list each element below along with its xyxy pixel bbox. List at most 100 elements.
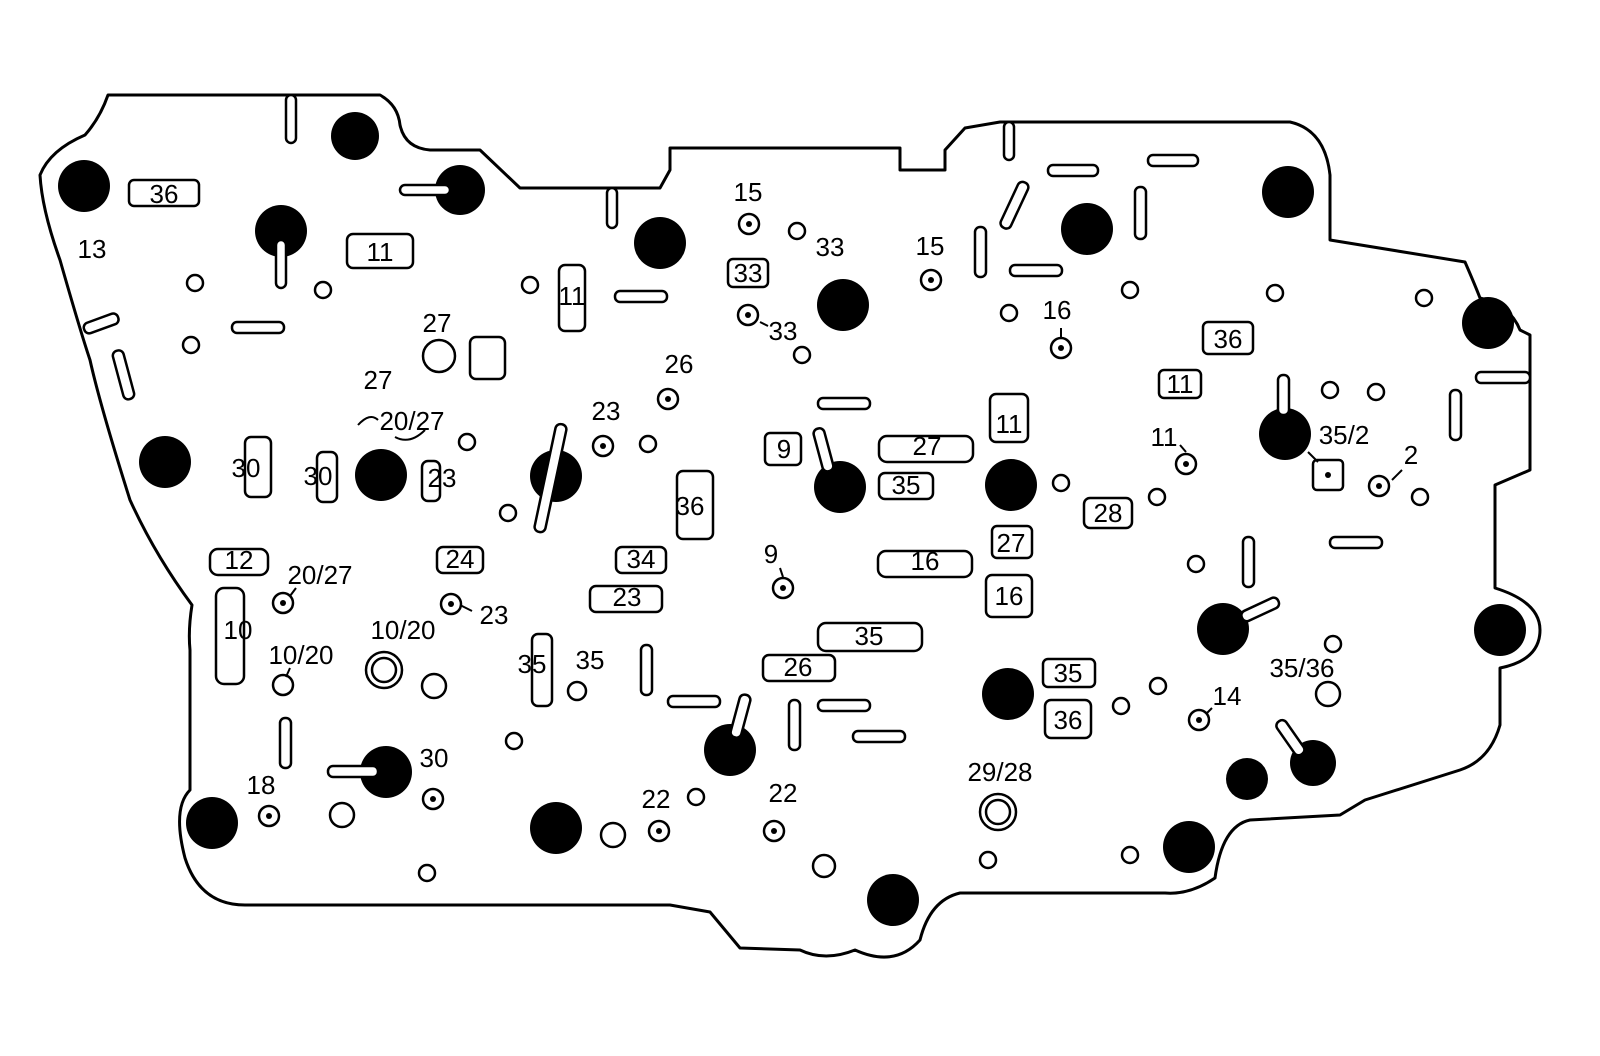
callout-label: 36 bbox=[1214, 324, 1243, 354]
callout-label: 33 bbox=[734, 258, 763, 288]
slot bbox=[276, 240, 286, 288]
hole bbox=[1416, 290, 1432, 306]
callout-label: 24 bbox=[446, 544, 475, 574]
check-point bbox=[921, 270, 941, 290]
bolt-hole bbox=[985, 459, 1037, 511]
callout-label: 28 bbox=[1094, 498, 1123, 528]
slot bbox=[1148, 155, 1198, 166]
callout-label: 11 bbox=[1167, 369, 1194, 399]
callout-label: 2 bbox=[1404, 440, 1418, 470]
check-point bbox=[649, 821, 669, 841]
check-point bbox=[1176, 454, 1196, 474]
hole bbox=[506, 733, 522, 749]
hole bbox=[568, 682, 586, 700]
callout-label: 11 bbox=[996, 409, 1023, 439]
hole bbox=[640, 436, 656, 452]
slot bbox=[789, 700, 800, 750]
hole bbox=[986, 800, 1010, 824]
hole bbox=[522, 277, 538, 293]
callout-label: 16 bbox=[911, 546, 940, 576]
bolt-hole bbox=[817, 279, 869, 331]
hole bbox=[1188, 556, 1204, 572]
check-point bbox=[441, 594, 461, 614]
callout-label: 12 bbox=[225, 545, 254, 575]
slot bbox=[280, 718, 291, 768]
slot bbox=[1278, 375, 1289, 415]
callout-label: 36 bbox=[676, 491, 705, 521]
slot bbox=[400, 185, 450, 195]
hole bbox=[980, 852, 996, 868]
hole bbox=[187, 275, 203, 291]
slot bbox=[1135, 187, 1146, 239]
callout-label: 35 bbox=[855, 621, 884, 651]
hole bbox=[183, 337, 199, 353]
callout-label: 27 bbox=[913, 431, 942, 461]
check-point bbox=[423, 789, 443, 809]
callout-label: 20/27 bbox=[287, 560, 352, 590]
hole bbox=[330, 803, 354, 827]
slot bbox=[641, 645, 652, 695]
hole bbox=[1316, 682, 1340, 706]
callout-label: 16 bbox=[1043, 295, 1072, 325]
callout-label: 36 bbox=[1054, 705, 1083, 735]
bolt-hole bbox=[1462, 297, 1514, 349]
hole bbox=[1113, 698, 1129, 714]
callout-label: 35/36 bbox=[1269, 653, 1334, 683]
callout-label: 11 bbox=[1151, 422, 1178, 452]
slot bbox=[1476, 372, 1530, 383]
hole bbox=[1322, 382, 1338, 398]
check-point bbox=[738, 305, 758, 325]
bolt-hole bbox=[867, 874, 919, 926]
callout-label: 26 bbox=[665, 349, 694, 379]
hole bbox=[315, 282, 331, 298]
slot bbox=[328, 766, 378, 777]
slot bbox=[1450, 390, 1461, 440]
callout-label: 35 bbox=[892, 470, 921, 500]
callout-label: 34 bbox=[627, 544, 656, 574]
slot bbox=[668, 696, 720, 707]
callout-label: 33 bbox=[769, 316, 798, 346]
callout-label: 15 bbox=[916, 231, 945, 261]
callout-label: 27 bbox=[364, 365, 393, 395]
callout-label: 29/28 bbox=[967, 757, 1032, 787]
slot bbox=[1004, 122, 1014, 160]
hole bbox=[1150, 678, 1166, 694]
hole bbox=[1412, 489, 1428, 505]
bolt-hole bbox=[1226, 758, 1268, 800]
callout-label: 23 bbox=[613, 582, 642, 612]
hole bbox=[794, 347, 810, 363]
check-point bbox=[773, 578, 793, 598]
check-point bbox=[739, 214, 759, 234]
callout-label: 26 bbox=[784, 652, 813, 682]
hole bbox=[1267, 285, 1283, 301]
slot bbox=[975, 227, 986, 277]
hole bbox=[688, 789, 704, 805]
slot bbox=[818, 700, 870, 711]
bolt-hole bbox=[1262, 166, 1314, 218]
callout-label: 36 bbox=[150, 179, 179, 209]
square-port bbox=[470, 337, 505, 379]
callout-label: 22 bbox=[642, 784, 671, 814]
bolt-hole bbox=[1061, 203, 1113, 255]
callout-label: 9 bbox=[777, 434, 791, 464]
check-point bbox=[658, 389, 678, 409]
bolt-hole bbox=[186, 797, 238, 849]
hole bbox=[422, 674, 446, 698]
callout-label: 35 bbox=[518, 649, 547, 679]
hole bbox=[1053, 475, 1069, 491]
callout-label: 18 bbox=[247, 770, 276, 800]
hole bbox=[1325, 636, 1341, 652]
hole bbox=[459, 434, 475, 450]
callout-label: 13 bbox=[78, 234, 107, 264]
callout-label: 23 bbox=[428, 463, 457, 493]
hole bbox=[601, 823, 625, 847]
check-point bbox=[1369, 476, 1389, 496]
check-point bbox=[764, 821, 784, 841]
bolt-hole bbox=[1163, 821, 1215, 873]
callout-label: 16 bbox=[995, 581, 1024, 611]
callout-label: 35 bbox=[1054, 658, 1083, 688]
callout-label: 9 bbox=[764, 539, 778, 569]
check-point bbox=[1313, 460, 1343, 490]
bolt-hole bbox=[634, 217, 686, 269]
